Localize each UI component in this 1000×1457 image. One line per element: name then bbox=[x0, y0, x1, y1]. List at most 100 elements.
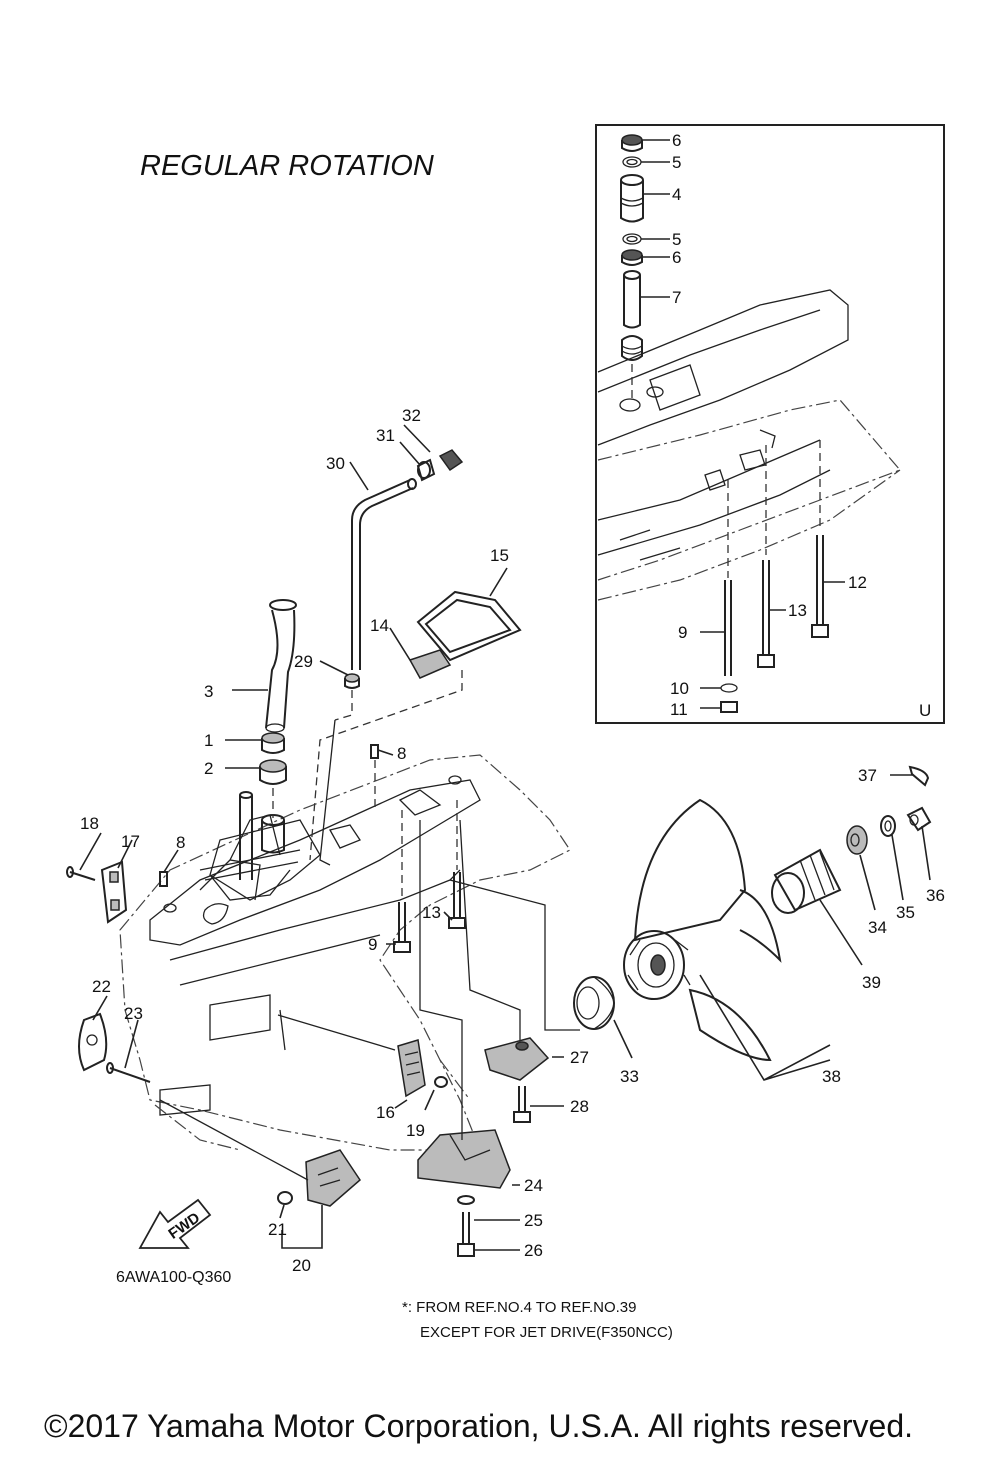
callout-14: 14 bbox=[370, 616, 389, 635]
callout-21: 21 bbox=[268, 1220, 287, 1239]
inset-part-5-upper bbox=[622, 156, 642, 168]
callout-7: 7 bbox=[672, 288, 681, 307]
part-36-nut bbox=[906, 806, 932, 832]
inset-part-11-nut bbox=[720, 701, 738, 713]
callout-23: 23 bbox=[124, 1004, 143, 1023]
part-3-water-tube bbox=[265, 599, 297, 733]
part-23-bolt bbox=[106, 1062, 151, 1083]
note-line-2: EXCEPT FOR JET DRIVE(F350NCC) bbox=[420, 1324, 673, 1341]
part-9-bolt-lower bbox=[393, 810, 411, 953]
callout-6: 6 bbox=[672, 131, 681, 150]
inset-part-5-lower bbox=[622, 233, 642, 245]
diagram-title: REGULAR ROTATION bbox=[140, 150, 434, 182]
callout-6: 6 bbox=[672, 248, 681, 267]
callout-28: 28 bbox=[570, 1097, 589, 1116]
fwd-arrow-icon: FWD bbox=[138, 1198, 212, 1249]
inset-frame bbox=[595, 124, 945, 724]
inset-part-4-sleeve bbox=[620, 174, 644, 223]
part-8-pin-upper bbox=[370, 744, 379, 810]
callout-19: 19 bbox=[406, 1121, 425, 1140]
callout-10: 10 bbox=[670, 679, 689, 698]
part-35-washer bbox=[880, 815, 896, 837]
callout-13: 13 bbox=[788, 601, 807, 620]
callout-5: 5 bbox=[672, 230, 681, 249]
inset-upper-casing bbox=[597, 289, 902, 601]
inset-part-7-tube bbox=[623, 270, 641, 329]
callout-36: 36 bbox=[926, 886, 945, 905]
part-33-thrust-washer bbox=[573, 976, 615, 1030]
part-24-skeg-anode bbox=[417, 1129, 511, 1189]
callout-34: 34 bbox=[868, 918, 887, 937]
callout-29: 29 bbox=[294, 652, 313, 671]
callout-16: 16 bbox=[376, 1103, 395, 1122]
inset-part-13-bolt bbox=[757, 445, 775, 668]
inset-part-6-upper bbox=[621, 134, 643, 152]
callout-20: 20 bbox=[292, 1256, 311, 1275]
callout-8: 8 bbox=[397, 744, 406, 763]
part-17-anode bbox=[100, 860, 128, 924]
inset-part-10-washer bbox=[720, 683, 738, 693]
copyright-notice: ©2017 Yamaha Motor Corporation, U.S.A. A… bbox=[44, 1408, 913, 1444]
part-8-pin-left bbox=[159, 871, 168, 887]
leader-lines bbox=[79, 424, 931, 1251]
callout-1: 1 bbox=[204, 731, 213, 750]
part-22-trim-tab bbox=[78, 1012, 108, 1072]
callout-labels: 6 5 4 5 6 7 12 13 9 10 11 32 31 30 15 14… bbox=[80, 131, 945, 1275]
inset-seal-assembly bbox=[621, 335, 643, 400]
callout-12: 12 bbox=[848, 573, 867, 592]
part-21-nut bbox=[277, 1191, 293, 1205]
part-26-bolt bbox=[457, 1212, 475, 1257]
callout-35: 35 bbox=[896, 903, 915, 922]
callout-32: 32 bbox=[402, 406, 421, 425]
inset-part-12-bolt bbox=[811, 440, 829, 638]
part-31-sleeve bbox=[416, 458, 436, 482]
callout-37: 37 bbox=[858, 766, 877, 785]
part-38-propeller bbox=[623, 798, 782, 1062]
part-14-seal bbox=[408, 649, 452, 679]
part-39-spacer bbox=[771, 848, 842, 914]
callout-31: 31 bbox=[376, 426, 395, 445]
part-20-anode-assembly bbox=[305, 1149, 361, 1207]
part-28-bolt bbox=[513, 1086, 531, 1123]
part-29-grommet bbox=[319, 673, 360, 866]
callout-27: 27 bbox=[570, 1048, 589, 1067]
callout-39: 39 bbox=[862, 973, 881, 992]
callout-33: 33 bbox=[620, 1067, 639, 1086]
part-15-gasket bbox=[309, 590, 522, 861]
part-30-hose bbox=[351, 478, 417, 670]
callout-24: 24 bbox=[524, 1176, 543, 1195]
drive-shaft-assembly bbox=[199, 791, 301, 901]
part-32-clip bbox=[438, 449, 464, 472]
callout-17: 17 bbox=[121, 832, 140, 851]
inset-part-6-lower bbox=[621, 249, 643, 266]
callout-26: 26 bbox=[524, 1241, 543, 1260]
callout-25: 25 bbox=[524, 1211, 543, 1230]
part-2-grommet bbox=[259, 759, 287, 818]
part-25-washer bbox=[457, 1195, 475, 1205]
part-16-anode bbox=[397, 1039, 426, 1098]
diagram-code: 6AWA100-Q360 bbox=[116, 1269, 231, 1286]
callout-30: 30 bbox=[326, 454, 345, 473]
callout-4: 4 bbox=[672, 185, 681, 204]
part-34-washer bbox=[846, 825, 868, 855]
callout-8: 8 bbox=[176, 833, 185, 852]
callout-22: 22 bbox=[92, 977, 111, 996]
part-13-bolt-lower bbox=[448, 800, 466, 929]
part-37-cotter-pin bbox=[908, 765, 930, 787]
note-line-1: *: FROM REF.NO.4 TO REF.NO.39 bbox=[402, 1299, 637, 1316]
inset-part-9-stud bbox=[724, 480, 732, 676]
part-18-bolt bbox=[66, 866, 96, 881]
part-27-trim-plate bbox=[484, 1037, 550, 1081]
part-1-collar bbox=[261, 732, 285, 754]
callout-13: 13 bbox=[422, 903, 441, 922]
inset-label: U bbox=[919, 701, 931, 720]
callout-3: 3 bbox=[204, 682, 213, 701]
callout-9: 9 bbox=[678, 623, 687, 642]
callout-15: 15 bbox=[490, 546, 509, 565]
callout-9: 9 bbox=[368, 935, 377, 954]
callout-11: 11 bbox=[670, 700, 688, 719]
callout-5: 5 bbox=[672, 153, 681, 172]
callout-2: 2 bbox=[204, 759, 213, 778]
callout-18: 18 bbox=[80, 814, 99, 833]
